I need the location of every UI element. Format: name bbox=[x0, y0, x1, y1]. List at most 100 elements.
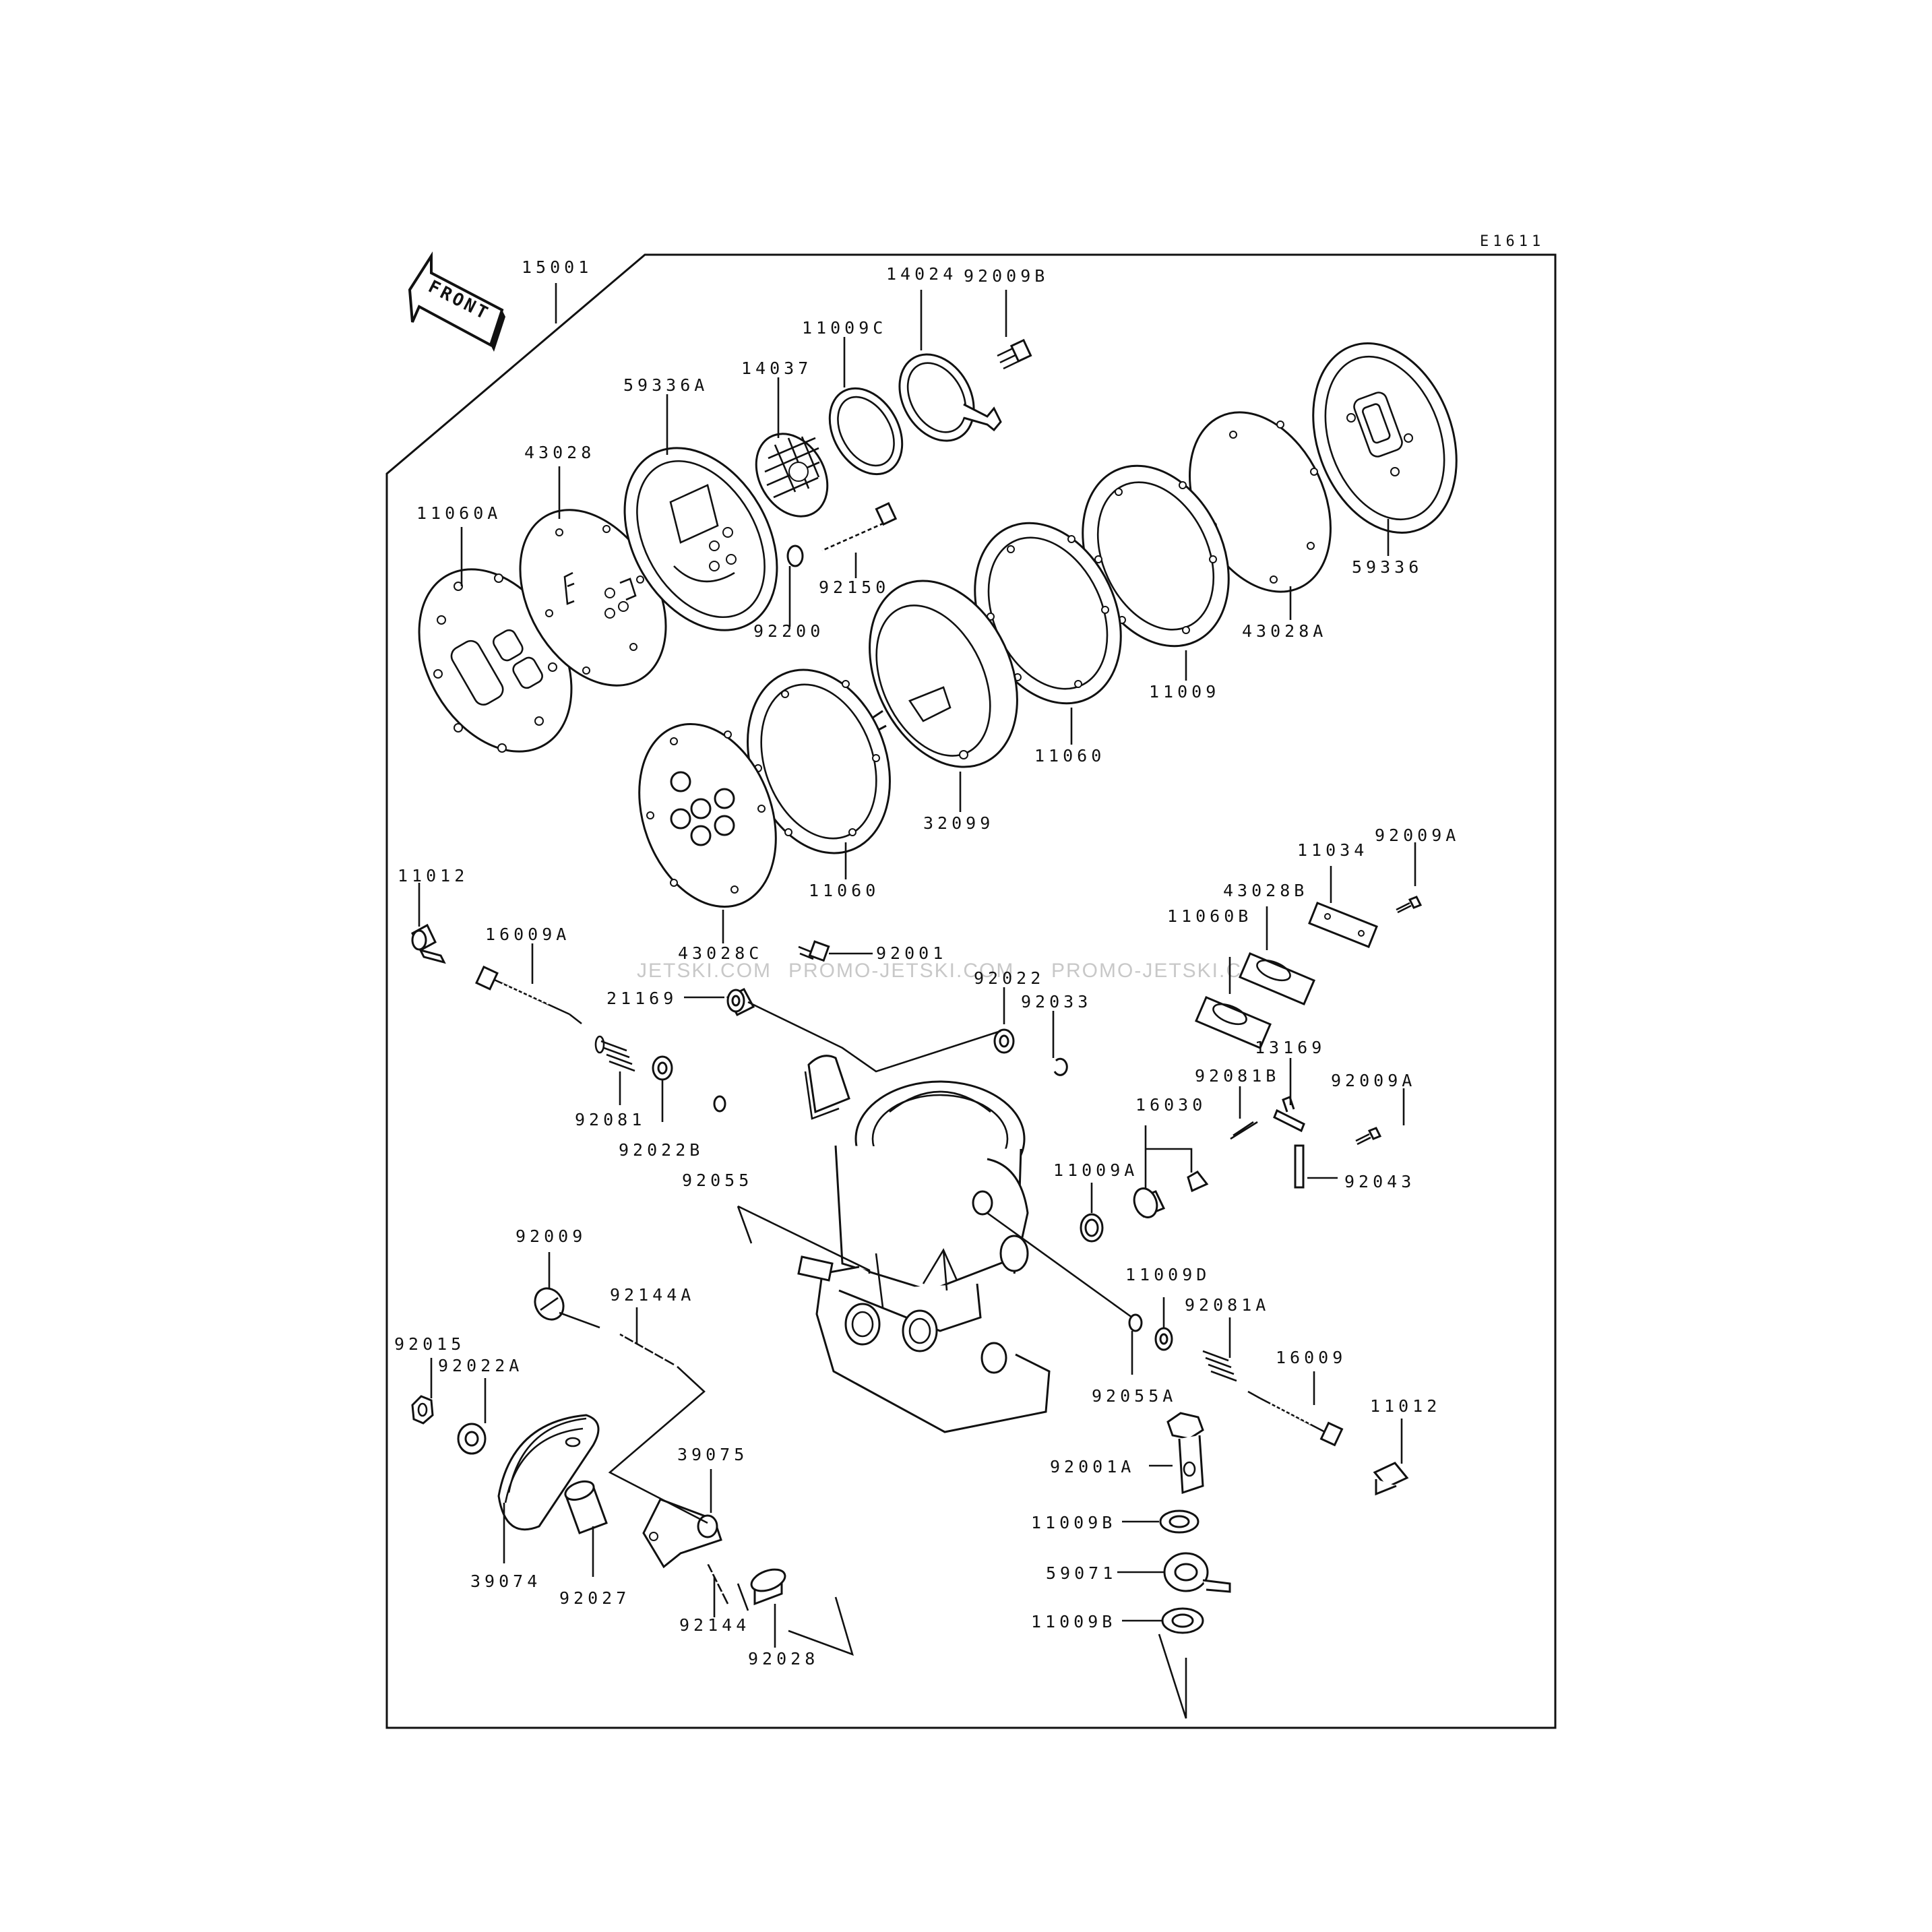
part-92081B-spring bbox=[1230, 1121, 1258, 1140]
part-92144-spring bbox=[693, 1559, 732, 1604]
label-43028B: 43028B bbox=[1223, 881, 1308, 900]
part-92081-spring bbox=[594, 1035, 635, 1072]
label-16009A: 16009A bbox=[485, 925, 570, 944]
part-92200-washer bbox=[786, 544, 804, 567]
label-92033: 92033 bbox=[1021, 992, 1092, 1011]
label-11060B: 11060B bbox=[1167, 906, 1252, 926]
label-43028A: 43028A bbox=[1242, 621, 1327, 641]
part-92009B-screw bbox=[997, 338, 1032, 370]
part-92027-collar bbox=[564, 1480, 608, 1534]
label-14024: 14024 bbox=[886, 264, 957, 284]
label-11060-lower: 11060 bbox=[809, 881, 879, 900]
label-92022: 92022 bbox=[974, 968, 1045, 988]
part-11009D-washer-hole bbox=[1159, 1333, 1168, 1345]
label-92028: 92028 bbox=[748, 1649, 819, 1669]
watermark: JETSKI.COM bbox=[637, 960, 772, 982]
front-arrow-icon: FRONT bbox=[408, 251, 505, 352]
label-11009B-upper: 11009B bbox=[1031, 1513, 1116, 1532]
label-92009A-top: 92009A bbox=[1375, 825, 1460, 845]
part-92055-o-ring bbox=[713, 1095, 726, 1113]
label-92009: 92009 bbox=[516, 1226, 586, 1246]
part-92028-bushing bbox=[750, 1568, 786, 1606]
part-32099-pump-body bbox=[869, 580, 1018, 768]
label-92081B: 92081B bbox=[1195, 1066, 1280, 1086]
label-92055: 92055 bbox=[682, 1171, 753, 1190]
part-59336A-cover bbox=[623, 447, 778, 631]
part-14024-cap bbox=[898, 353, 1002, 442]
part-92033-clip bbox=[1053, 1057, 1068, 1076]
label-39074: 39074 bbox=[470, 1571, 541, 1591]
part-21169-jet bbox=[726, 988, 755, 1016]
part-11009A-gasket-hole bbox=[1084, 1218, 1099, 1237]
part-14037-screen bbox=[755, 433, 829, 518]
label-92055A: 92055A bbox=[1092, 1386, 1177, 1406]
part-labels: 15001 14024 92009B 11009C 14037 59336A 4… bbox=[394, 257, 1460, 1669]
label-92009B: 92009B bbox=[964, 266, 1049, 286]
part-11009-gasket bbox=[1082, 464, 1230, 648]
part-11012-cap-right bbox=[1373, 1462, 1409, 1496]
label-39075: 39075 bbox=[677, 1445, 748, 1464]
figure-code: E1611 bbox=[1480, 233, 1545, 250]
part-92009A-screw-mid bbox=[1355, 1127, 1382, 1146]
part-92055A-o-ring bbox=[1128, 1313, 1143, 1332]
part-11060-gasket-upper bbox=[974, 522, 1122, 705]
watermark: PROMO-JETSKI.COM bbox=[788, 960, 1014, 982]
part-92022A-washer-hole bbox=[464, 1431, 479, 1447]
label-11034: 11034 bbox=[1297, 840, 1368, 860]
part-16009-needle bbox=[1247, 1390, 1344, 1447]
diagram-frame bbox=[385, 253, 1557, 1729]
label-92081A: 92081A bbox=[1185, 1295, 1270, 1315]
label-92001A: 92001A bbox=[1050, 1457, 1135, 1476]
part-16009A-needle bbox=[475, 965, 582, 1025]
label-11009A: 11009A bbox=[1053, 1160, 1138, 1180]
part-39074-cam bbox=[497, 1414, 600, 1531]
label-92150: 92150 bbox=[819, 578, 890, 597]
label-15001: 15001 bbox=[522, 257, 592, 277]
label-92015: 92015 bbox=[394, 1334, 465, 1354]
part-59071-banjo-fitting bbox=[1163, 1552, 1231, 1593]
label-11009C: 11009C bbox=[802, 318, 887, 338]
part-92001A-banjo-bolt bbox=[1166, 1412, 1204, 1495]
label-59071: 59071 bbox=[1046, 1563, 1117, 1583]
label-11009B-lower: 11009B bbox=[1031, 1612, 1116, 1631]
part-15001-carburetor-body bbox=[797, 1055, 1051, 1433]
part-11034-plate bbox=[1308, 902, 1378, 948]
part-11012-cap-left bbox=[411, 923, 446, 964]
part-92009A-screw-top bbox=[1396, 896, 1423, 914]
label-92022B: 92022B bbox=[619, 1140, 704, 1160]
label-11012-right: 11012 bbox=[1370, 1396, 1441, 1416]
label-11009D: 11009D bbox=[1125, 1265, 1210, 1284]
part-43028C-diaphragm bbox=[638, 722, 777, 908]
watermark: PROMO-JETSKI.COM bbox=[1051, 960, 1277, 982]
part-13169-lever bbox=[1273, 1096, 1305, 1133]
part-92001-bolt bbox=[798, 940, 830, 962]
part-92022-washer-hole bbox=[999, 1034, 1009, 1048]
part-92144A-spring bbox=[619, 1330, 675, 1367]
label-21169: 21169 bbox=[606, 989, 677, 1008]
label-59336: 59336 bbox=[1352, 557, 1423, 577]
label-32099: 32099 bbox=[923, 813, 994, 833]
label-16009: 16009 bbox=[1276, 1348, 1346, 1367]
label-11012-left: 11012 bbox=[398, 866, 468, 885]
label-43028C: 43028C bbox=[678, 943, 763, 963]
label-92144: 92144 bbox=[679, 1615, 750, 1635]
label-59336A: 59336A bbox=[623, 375, 708, 395]
part-92022B-washer-hole bbox=[657, 1061, 668, 1075]
leader-lines bbox=[418, 283, 1416, 1719]
label-92022A: 92022A bbox=[438, 1356, 523, 1375]
label-13169: 13169 bbox=[1255, 1038, 1326, 1057]
label-92001: 92001 bbox=[876, 943, 947, 963]
label-92027: 92027 bbox=[559, 1588, 630, 1608]
label-14037: 14037 bbox=[741, 359, 812, 378]
part-11009B-washer-lower-hole bbox=[1171, 1613, 1194, 1628]
label-92081: 92081 bbox=[575, 1110, 646, 1129]
label-92009A-mid: 92009A bbox=[1331, 1071, 1416, 1090]
label-16030: 16030 bbox=[1135, 1095, 1206, 1115]
label-92200: 92200 bbox=[753, 621, 824, 641]
label-11060A: 11060A bbox=[416, 503, 501, 523]
part-11009C-ring bbox=[828, 387, 904, 476]
part-59336-cover bbox=[1312, 342, 1458, 534]
label-11009: 11009 bbox=[1149, 682, 1220, 702]
part-92081A-spring bbox=[1202, 1350, 1237, 1382]
